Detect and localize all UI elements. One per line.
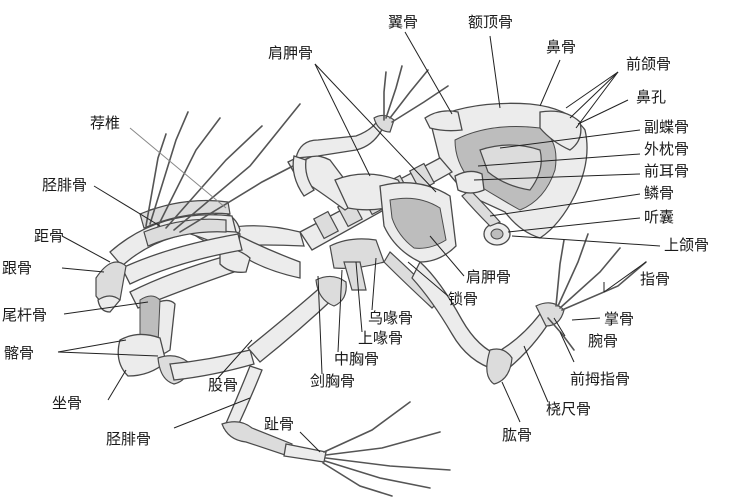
label-scapula-mid: 肩胛骨 xyxy=(466,268,512,286)
label-coracoid: 乌喙骨 xyxy=(368,309,414,327)
label-exoccipital: 外枕骨 xyxy=(644,140,690,158)
label-nasal: 鼻骨 xyxy=(546,38,577,56)
label-pterygoid: 翼骨 xyxy=(388,13,419,31)
hind-limb-lower xyxy=(221,275,451,497)
label-parasphenoid: 副蝶骨 xyxy=(644,118,690,136)
label-maxilla: 上颌骨 xyxy=(664,236,710,254)
label-mesosternum: 中胸骨 xyxy=(334,350,380,368)
label-carpal: 腕骨 xyxy=(588,332,619,350)
forelimb xyxy=(411,233,647,385)
label-scapula-top: 肩胛骨 xyxy=(268,44,314,62)
label-ischium: 坐骨 xyxy=(52,394,83,412)
label-auditory-capsule: 听囊 xyxy=(644,208,675,226)
label-xiphisternum: 剑胸骨 xyxy=(310,372,356,390)
label-frontoparietal: 额顶骨 xyxy=(468,13,514,31)
label-urostyle: 尾杆骨 xyxy=(2,306,48,324)
label-femur: 股骨 xyxy=(208,376,239,394)
label-astragalus: 距骨 xyxy=(34,227,65,245)
label-clavicle: 锁骨 xyxy=(448,290,479,308)
label-premaxilla: 前颌骨 xyxy=(626,55,672,73)
label-prepollex: 前拇指骨 xyxy=(570,370,631,388)
label-squamosal: 鳞骨 xyxy=(644,184,675,202)
label-phalanges-toe: 趾骨 xyxy=(264,415,295,433)
label-prootic: 前耳骨 xyxy=(644,162,690,180)
forelimb-upper xyxy=(292,65,449,197)
skull xyxy=(424,102,588,246)
leader-lines xyxy=(57,31,661,453)
label-humerus: 肱骨 xyxy=(502,426,533,444)
label-radioulna: 桡尺骨 xyxy=(546,400,592,418)
label-phalanges-finger: 指骨 xyxy=(640,270,671,288)
label-nostril: 鼻孔 xyxy=(636,88,667,106)
label-sacral-vertebra: 荐椎 xyxy=(90,114,121,132)
label-calcaneus: 跟骨 xyxy=(2,259,33,277)
label-tibiofibula-top: 胫腓骨 xyxy=(42,176,88,194)
label-epicoracoid: 上喙骨 xyxy=(358,329,404,347)
label-metacarpal: 掌骨 xyxy=(604,310,635,328)
label-ilium: 髂骨 xyxy=(4,344,35,362)
label-tibiofibula-bottom: 胫腓骨 xyxy=(106,430,152,448)
